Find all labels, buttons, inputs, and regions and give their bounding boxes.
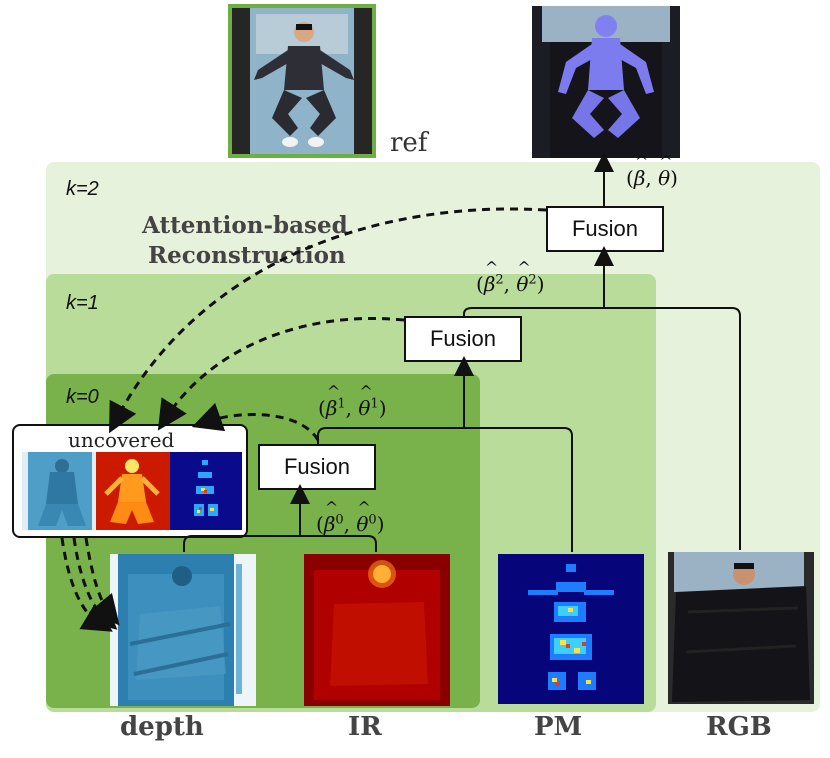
param-level0: (β0, θ0) xyxy=(316,498,385,536)
pm-image xyxy=(498,554,644,704)
uncovered-depth-image xyxy=(22,452,96,530)
ref-image xyxy=(228,4,376,158)
line-fusion1-rgb-to-fusion2 xyxy=(463,256,741,550)
ref-label: ref xyxy=(390,128,428,158)
title-line1: Attention-based xyxy=(142,212,348,239)
depth-image xyxy=(110,554,256,706)
line-depth-ir-to-fusion0 xyxy=(183,494,377,552)
attention-arrow-k2 xyxy=(109,207,547,434)
uncovered-pm-image xyxy=(170,452,242,530)
rgb-image xyxy=(668,552,814,704)
level-k2-label: k=2 xyxy=(66,178,99,200)
param-final: (β, θ) xyxy=(626,152,678,190)
level-k1-label: k=1 xyxy=(66,292,99,314)
fusion-box-k0: Fusion xyxy=(258,444,376,490)
attention-arrow-k0 xyxy=(191,402,320,441)
modality-label-depth: depth xyxy=(120,712,204,742)
uncovered-ir-image xyxy=(96,452,170,530)
reconstruction-arrow-2 xyxy=(72,537,118,630)
attention-arrow-k1 xyxy=(157,317,405,431)
modality-label-ir: IR xyxy=(348,712,382,742)
level-k0-label: k=0 xyxy=(66,386,99,408)
line-fusion0-pm-to-fusion1 xyxy=(317,366,573,552)
ir-image xyxy=(304,554,450,706)
reconstruction-arrow-3 xyxy=(84,537,120,626)
modality-label-pm: PM xyxy=(534,712,583,742)
modality-label-rgb: RGB xyxy=(706,712,772,742)
output-mesh-image xyxy=(532,6,680,158)
param-level1: (β1, θ1) xyxy=(318,382,387,420)
param-level2: (β2, θ2) xyxy=(476,258,545,296)
